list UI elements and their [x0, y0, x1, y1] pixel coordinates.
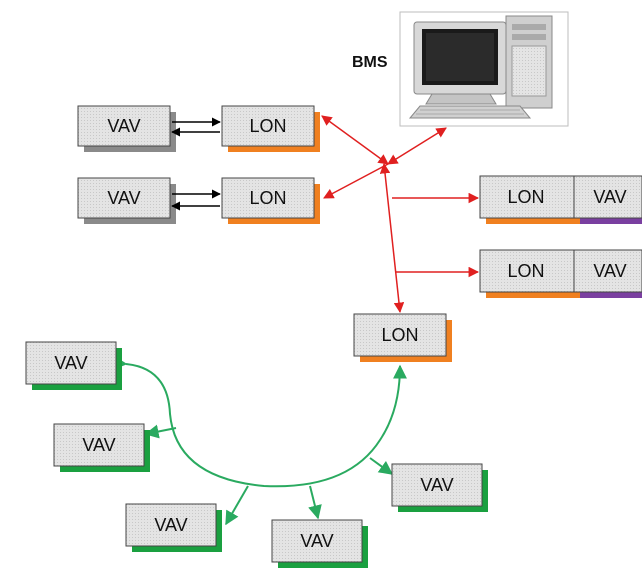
link-arrow [323, 163, 389, 199]
link-arrow [387, 127, 447, 165]
ring-vav-2: VAV [53, 423, 150, 472]
vav-label: VAV [107, 116, 140, 136]
vav-box-ring-4 [271, 519, 363, 563]
red-network-links [321, 115, 480, 314]
ring-bus [112, 355, 407, 488]
vav-label: VAV [593, 187, 626, 207]
left-pair-2: VAV LON [77, 177, 320, 224]
link-arrow [225, 485, 249, 526]
ring-vav-3: VAV [125, 503, 222, 552]
lon-label: LON [249, 116, 286, 136]
link-arrow [379, 162, 405, 314]
link-arrow [369, 457, 394, 475]
lon-box-right-2 [479, 249, 575, 293]
vav-box-ring-2 [53, 423, 145, 467]
vav-label: VAV [300, 531, 333, 551]
vav-box-ring-5 [391, 463, 483, 507]
left-pair-1: VAV LON [77, 105, 320, 152]
link-arrow [321, 115, 389, 165]
ring-vav-5: VAV [391, 463, 488, 512]
vav-label: VAV [154, 515, 187, 535]
lon-label: LON [249, 188, 286, 208]
vav-label: VAV [107, 188, 140, 208]
ring-vav-4: VAV [271, 519, 368, 568]
vav-box-ring-3 [125, 503, 217, 547]
vav-label: VAV [54, 353, 87, 373]
lon-box-left-2 [221, 177, 315, 219]
vav-label: VAV [82, 435, 115, 455]
vav-box-right-2 [573, 249, 642, 293]
right-pair-1: LON VAV [479, 175, 642, 224]
vav-box-left-1 [77, 105, 171, 147]
bms-label: BMS [352, 54, 388, 71]
lon-box-left-1 [221, 105, 315, 147]
lon-label: LON [507, 187, 544, 207]
right-pair-2: LON VAV [479, 249, 642, 298]
vav-box-ring-1 [25, 341, 117, 385]
vav-box-left-2 [77, 177, 171, 219]
lon-box-right-1 [479, 175, 575, 219]
computer-icon [408, 15, 553, 119]
link-arrow [308, 485, 322, 520]
vav-label: VAV [420, 475, 453, 495]
green-ring-links [112, 355, 407, 526]
center-lon: LON [353, 313, 452, 362]
lon-label: LON [507, 261, 544, 281]
bms-workstation: BMS [352, 11, 569, 127]
lon-label: LON [381, 325, 418, 345]
lon-box-center [353, 313, 447, 357]
link-arrow [144, 424, 177, 439]
ring-vav-1: VAV [25, 341, 122, 390]
vav-label: VAV [593, 261, 626, 281]
vav-box-right-1 [573, 175, 642, 219]
